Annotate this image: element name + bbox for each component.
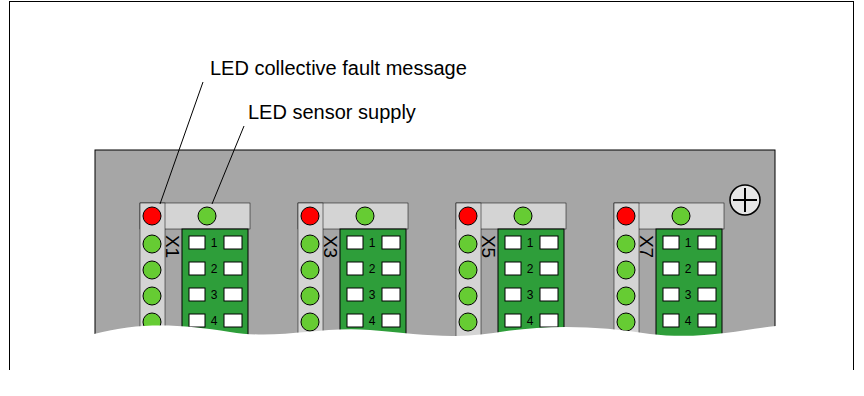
terminal-slot [224, 236, 242, 249]
terminal-slot [505, 262, 521, 275]
pin-number: 3 [685, 289, 692, 301]
connector-name: X3 [322, 234, 341, 257]
terminal-slot [663, 288, 679, 301]
terminal-slot [347, 236, 363, 249]
terminal-slot [347, 314, 363, 327]
channel-led [143, 261, 161, 279]
terminal-slot [698, 262, 716, 275]
pin-number: 4 [369, 315, 376, 327]
pin-number: 3 [369, 289, 376, 301]
screw [730, 185, 760, 215]
terminal-slot [698, 288, 716, 301]
pin-number: 3 [527, 289, 534, 301]
terminal-slot [663, 314, 679, 327]
terminal-slot [382, 314, 400, 327]
terminal-slot [224, 262, 242, 275]
pin-number: 1 [211, 237, 218, 249]
terminal-slot [505, 314, 521, 327]
terminal-slot [382, 288, 400, 301]
channel-led [459, 287, 477, 305]
terminal-slot [540, 236, 558, 249]
frame-line [853, 1, 854, 370]
leader-line [160, 82, 203, 204]
channel-led [301, 313, 319, 331]
callout-label: LED sensor supply [248, 102, 416, 122]
pin-number: 1 [369, 237, 376, 249]
terminal-slot [189, 288, 205, 301]
terminal-slot [540, 288, 558, 301]
pin-number: 4 [211, 315, 218, 327]
channel-led [301, 261, 319, 279]
terminal-slot [663, 236, 679, 249]
pin-number: 4 [527, 315, 534, 327]
terminal-slot [505, 288, 521, 301]
cut-away [94, 326, 776, 396]
fault-led [459, 207, 477, 225]
channel-led [301, 235, 319, 253]
frame-line [10, 1, 854, 2]
channel-led [459, 313, 477, 331]
terminal-slot [698, 236, 716, 249]
callout-label: LED collective fault message [210, 58, 467, 78]
terminal-slot [540, 314, 558, 327]
channel-led [617, 313, 635, 331]
channel-led [617, 235, 635, 253]
terminal-slot [663, 262, 679, 275]
channel-led [459, 261, 477, 279]
pin-number: 2 [685, 263, 692, 275]
terminal-slot [505, 236, 521, 249]
pin-number: 1 [685, 237, 692, 249]
leader-line [212, 126, 244, 204]
channel-led [301, 287, 319, 305]
pin-number: 2 [369, 263, 376, 275]
fault-led [617, 207, 635, 225]
channel-led [617, 287, 635, 305]
channel-led [143, 235, 161, 253]
supply-led [198, 207, 216, 225]
module-panel [95, 150, 775, 396]
supply-led [514, 207, 532, 225]
terminal-slot [698, 314, 716, 327]
terminal-slot [540, 262, 558, 275]
terminal-slot [382, 236, 400, 249]
connector-name: X5 [480, 234, 499, 257]
terminal-slot [347, 288, 363, 301]
terminal-slot [347, 262, 363, 275]
channel-led [459, 235, 477, 253]
fault-led [301, 207, 319, 225]
terminal-slot [224, 288, 242, 301]
pin-number: 4 [685, 315, 692, 327]
connector-name: X1 [164, 234, 183, 257]
pin-number: 2 [211, 263, 218, 275]
pin-number: 3 [211, 289, 218, 301]
frame-line [9, 1, 10, 370]
channel-led [617, 261, 635, 279]
supply-led [356, 207, 374, 225]
supply-led [672, 207, 690, 225]
terminal-slot [382, 262, 400, 275]
terminal-slot [189, 314, 205, 327]
connector-name: X7 [638, 234, 657, 257]
fault-led [143, 207, 161, 225]
channel-led [143, 287, 161, 305]
terminal-slot [224, 314, 242, 327]
terminal-slot [189, 236, 205, 249]
pin-number: 1 [527, 237, 534, 249]
terminal-slot [189, 262, 205, 275]
pin-number: 2 [527, 263, 534, 275]
